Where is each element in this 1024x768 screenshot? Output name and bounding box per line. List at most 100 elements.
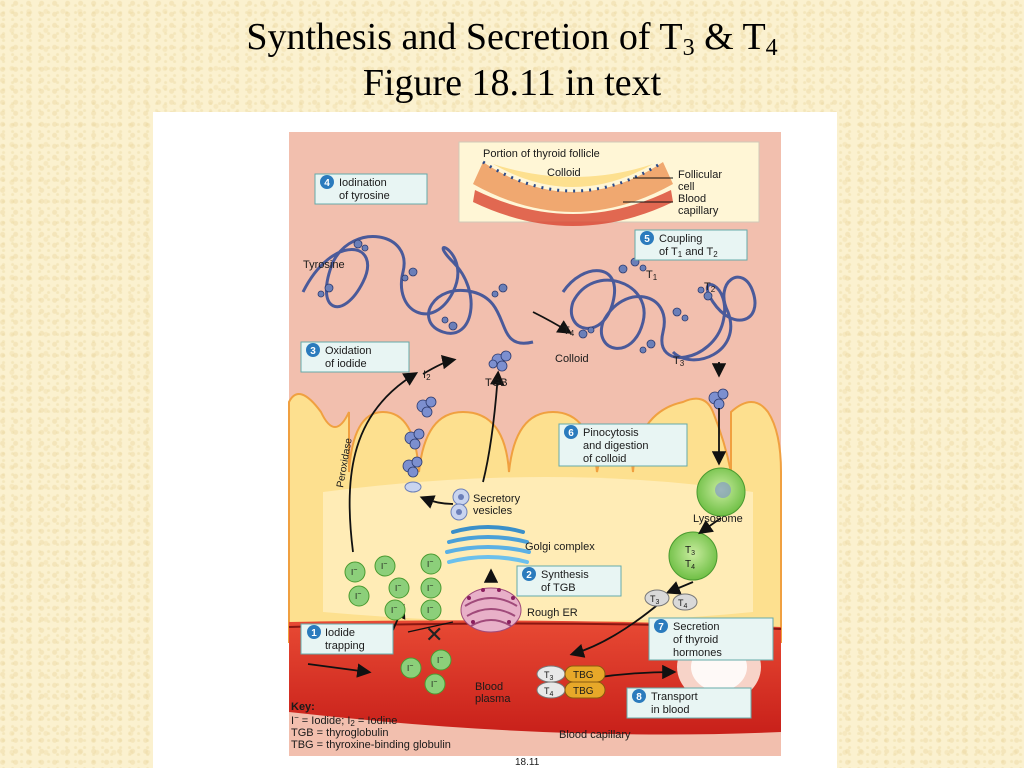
step-3-line-1: Oxidation bbox=[325, 345, 371, 357]
secretory-vesicle-1-core bbox=[458, 494, 464, 500]
blocked-x-icon: ✕ bbox=[425, 622, 443, 647]
iodide-ion-label: I− bbox=[381, 561, 387, 571]
step-6-line-2: and digestion bbox=[583, 440, 648, 452]
tgb-molecules bbox=[402, 350, 729, 478]
step-5-line-2: of T1 and T2 bbox=[659, 246, 718, 259]
step-7-line-2: of thyroid bbox=[673, 634, 718, 646]
inset-title: Portion of thyroid follicle bbox=[483, 148, 600, 160]
figure-key: Key: I− = Iodide; I2 = Iodine TGB = thyr… bbox=[291, 701, 451, 751]
inset-colloid-label: Colloid bbox=[547, 167, 581, 179]
exocytosis-vesicle bbox=[404, 481, 422, 493]
step-1-line-1: Iodide bbox=[325, 627, 355, 639]
key-line-1: I− = Iodide; I2 = Iodine bbox=[291, 713, 397, 728]
step-7-number: 7 bbox=[658, 622, 664, 633]
golgi-complex bbox=[445, 525, 531, 564]
step-3-line-2: of iodide bbox=[325, 358, 367, 370]
step-2-box: 2 Synthesis of TGB bbox=[516, 565, 622, 597]
lysosome-t3-label: T3 bbox=[685, 545, 695, 557]
t1-label: T1 bbox=[646, 269, 658, 282]
iodide-ion-label: I− bbox=[395, 583, 401, 593]
blocked-path bbox=[407, 621, 454, 633]
lysosome-digest bbox=[668, 531, 718, 581]
iodide-ion-label: I− bbox=[431, 679, 437, 689]
iodide-ion-labels: I− I− I− I− I− I− I− I− I− I− I− bbox=[351, 559, 443, 689]
iodine-label: I2 bbox=[423, 369, 431, 382]
step-6-line-3: of colloid bbox=[583, 453, 626, 465]
pill-t3-label: T3 bbox=[650, 594, 660, 606]
step-7-box: 7 Secretion of thyroid hormones bbox=[648, 617, 774, 661]
t3-label: T3 bbox=[673, 355, 685, 368]
lysosome-label: Lysosome bbox=[693, 513, 743, 525]
t4-label: T4 bbox=[563, 325, 575, 338]
inset-blood-label-2: capillary bbox=[678, 205, 719, 217]
colloid-label: Colloid bbox=[555, 353, 589, 365]
key-line-2: TGB = thyroglobulin bbox=[291, 727, 389, 739]
figure-number: 18.11 bbox=[515, 757, 540, 768]
step-2-number: 2 bbox=[526, 570, 532, 581]
step-8-number: 8 bbox=[636, 692, 642, 703]
iodide-ion-label: I− bbox=[427, 605, 433, 615]
iodide-ion-label: I− bbox=[391, 605, 397, 615]
pill-t4-label: T4 bbox=[678, 598, 688, 610]
step-2-line-1: Synthesis bbox=[541, 569, 589, 581]
step-6-line-1: Pinocytosis bbox=[583, 427, 639, 439]
iodide-ion-label: I− bbox=[427, 583, 433, 593]
thyroglobulin-chain-left bbox=[301, 235, 534, 345]
step-3-number: 3 bbox=[310, 346, 316, 357]
secretory-vesicles-label-2: vesicles bbox=[473, 505, 513, 517]
inset-blood-label-1: Blood bbox=[678, 193, 706, 205]
step-5-number: 5 bbox=[644, 234, 650, 245]
blood-plasma-label-1: Blood bbox=[475, 681, 503, 693]
step-6-number: 6 bbox=[568, 428, 574, 439]
rough-er bbox=[460, 587, 522, 633]
iodide-ion-label: I− bbox=[407, 663, 413, 673]
iodide-ion-label: I− bbox=[437, 655, 443, 665]
iodide-ion-label: I− bbox=[351, 567, 357, 577]
key-heading: Key: bbox=[291, 701, 315, 713]
tbg-label-2: TBG bbox=[573, 686, 594, 697]
figure-svg: Portion of thyroid follicle Colloid Foll… bbox=[288, 132, 782, 768]
step-5-box: 5 Coupling of T1 and T2 bbox=[634, 229, 748, 261]
blood-t4-label: T4 bbox=[544, 686, 554, 698]
step-4-box: 4 Iodination of tyrosine bbox=[314, 173, 428, 205]
tyrosine-clusters bbox=[317, 239, 713, 354]
step-6-box: 6 Pinocytosis and digestion of colloid bbox=[558, 423, 688, 467]
thyroid-figure: Portion of thyroid follicle Colloid Foll… bbox=[153, 112, 837, 768]
lysosome-content bbox=[715, 482, 731, 498]
inset-follicle bbox=[458, 141, 760, 226]
blood-capillary-label: Blood capillary bbox=[559, 729, 631, 741]
thyroglobulin-chain-right bbox=[561, 269, 757, 362]
tyrosine-label: Tyrosine bbox=[303, 259, 345, 271]
tbg-label-1: TBG bbox=[573, 670, 594, 681]
step-7-line-1: Secretion bbox=[673, 621, 719, 633]
step-8-box: 8 Transport in blood bbox=[626, 687, 752, 719]
step-1-number: 1 bbox=[311, 628, 317, 639]
peroxidase-arrow bbox=[348, 372, 419, 553]
t2-label: T2 bbox=[704, 281, 716, 294]
step-2-line-2: of TGB bbox=[541, 582, 576, 594]
iodide-ion-label: I− bbox=[355, 591, 361, 601]
tgb-label: TGB bbox=[485, 377, 508, 389]
hormone-pills bbox=[536, 589, 698, 699]
step-5-line-1: Coupling bbox=[659, 233, 702, 245]
blood-plasma-label-2: plasma bbox=[475, 693, 511, 705]
title-line-1: Synthesis and Secretion of T3 & T4 bbox=[246, 16, 778, 61]
inset-follicular-label-1: Follicular bbox=[678, 169, 722, 181]
step-8-line-2: in blood bbox=[651, 704, 690, 716]
key-line-3: TBG = thyroxine-binding globulin bbox=[291, 739, 451, 751]
step-4-line-2: of tyrosine bbox=[339, 190, 390, 202]
golgi-label: Golgi complex bbox=[525, 541, 595, 553]
step-4-line-1: Iodination bbox=[339, 177, 387, 189]
step-8-line-1: Transport bbox=[651, 691, 698, 703]
step-3-box: 3 Oxidation of iodide bbox=[300, 341, 410, 373]
slide-title: Synthesis and Secretion of T3 & T4 Figur… bbox=[0, 14, 1024, 106]
lysosome-t4-label: T4 bbox=[685, 559, 695, 571]
iodide-ions bbox=[344, 553, 452, 695]
blood-t3-label: T3 bbox=[544, 670, 554, 682]
secretory-vesicle-2-core bbox=[456, 509, 462, 515]
iodide-ion-label: I− bbox=[427, 559, 433, 569]
step-4-number: 4 bbox=[324, 178, 330, 189]
step-7-line-3: hormones bbox=[673, 647, 722, 659]
title-line-2: Figure 18.11 in text bbox=[362, 62, 662, 104]
secretory-vesicles-label-1: Secretory bbox=[473, 493, 521, 505]
